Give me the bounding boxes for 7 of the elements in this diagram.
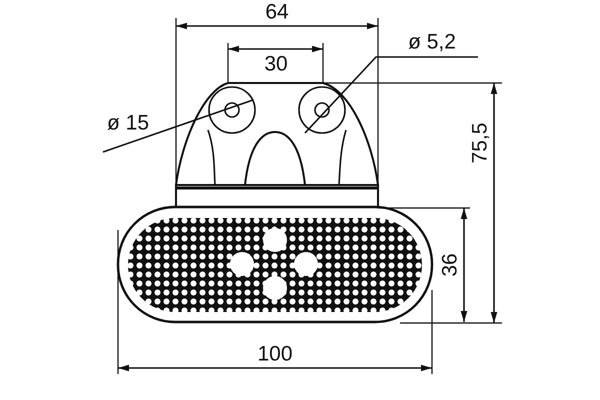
dimension-label: ø 15	[106, 112, 150, 134]
dimension-label: 64	[265, 2, 289, 22]
dimension-label: 100	[257, 344, 293, 364]
dimension-label: 75,5	[470, 122, 490, 164]
dimension-label: ø 5,2	[408, 32, 456, 52]
dimension-label: 30	[264, 54, 288, 74]
dimension-label: 36	[440, 253, 460, 277]
